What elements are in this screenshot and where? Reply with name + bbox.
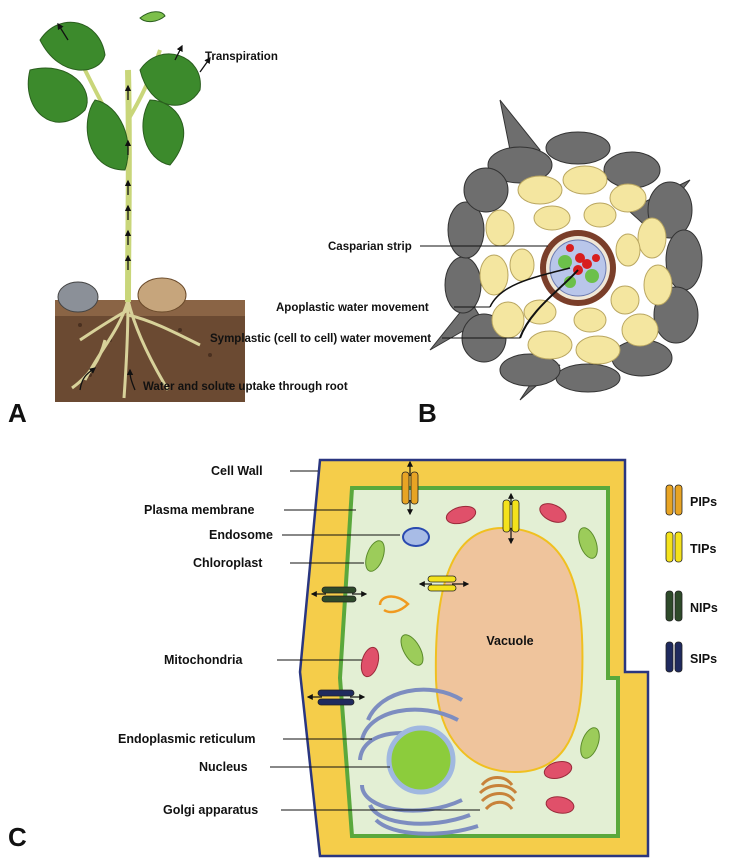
legend-item-sips: SIPs xyxy=(666,642,717,672)
legend-label-pips: PIPs xyxy=(690,495,717,509)
panel-letter-b: B xyxy=(418,398,437,428)
label-endoplasmic-reticulum: Endoplasmic reticulum xyxy=(118,732,256,746)
label-chloroplast: Chloroplast xyxy=(193,556,263,570)
legend-item-pips: PIPs xyxy=(666,485,717,515)
label-transpiration: Transpiration xyxy=(205,51,278,63)
label-golgi-apparatus: Golgi apparatus xyxy=(163,803,258,817)
label-cell-wall: Cell Wall xyxy=(211,464,263,478)
label-endosome: Endosome xyxy=(209,528,273,542)
label-symplastic: Symplastic (cell to cell) water movement xyxy=(210,333,431,345)
legend-label-sips: SIPs xyxy=(690,652,717,666)
legend-item-nips: NIPs xyxy=(666,591,718,621)
legend-label-nips: NIPs xyxy=(690,601,718,615)
label-root-uptake: Water and solute uptake through root xyxy=(143,381,348,393)
panel-letter-a: A xyxy=(8,398,27,428)
label-vacuole: Vacuole xyxy=(486,634,533,648)
label-mitochondria: Mitochondria xyxy=(164,653,244,667)
label-plasma-membrane: Plasma membrane xyxy=(144,503,255,517)
panel-letter-c: C xyxy=(8,822,27,852)
nucleus xyxy=(389,728,453,792)
legend-label-tips: TIPs xyxy=(690,542,716,556)
label-nucleus: Nucleus xyxy=(199,760,248,774)
panel-c: Vacuole xyxy=(8,460,718,856)
panel-b: Casparian strip Apoplastic water movemen… xyxy=(210,100,702,428)
aquaporin-legend: PIPs TIPs NIPs SIPs xyxy=(666,485,718,672)
leaves xyxy=(28,12,200,170)
panel-a: Transpiration Water and solute uptake th… xyxy=(8,12,348,428)
legend-item-tips: TIPs xyxy=(666,532,716,562)
label-casparian-strip: Casparian strip xyxy=(328,241,412,253)
vacuole: Vacuole xyxy=(436,528,583,772)
label-apoplastic: Apoplastic water movement xyxy=(276,302,429,314)
